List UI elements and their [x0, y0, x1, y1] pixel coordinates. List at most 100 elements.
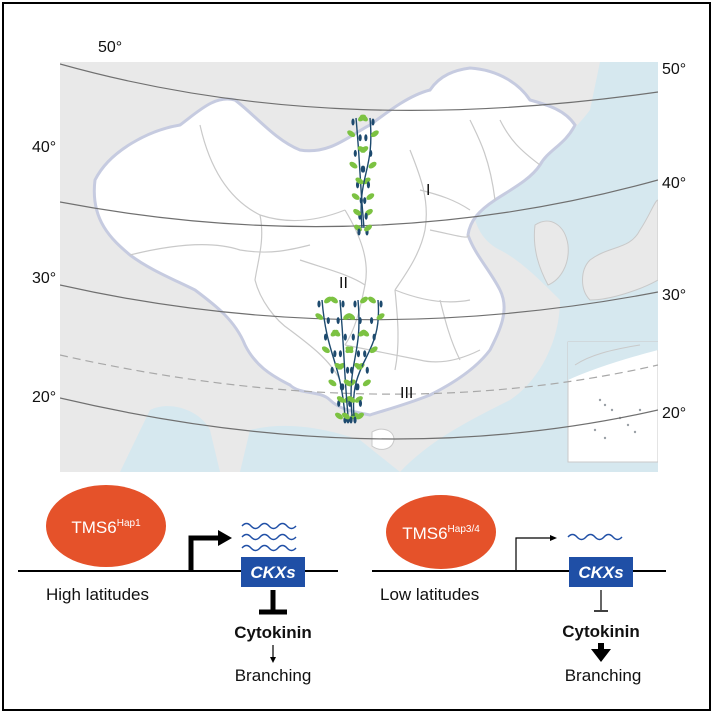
plant-pod [379, 300, 383, 308]
plant-pod [341, 383, 345, 391]
left-protein-label: TMS6Hap1 [71, 518, 141, 537]
plant-leaf [347, 130, 356, 138]
left-weak-arrowhead [270, 657, 276, 663]
inset-sea [568, 342, 658, 380]
plant-pod [363, 197, 367, 205]
lat-label-left-20: 20° [32, 389, 56, 406]
right-gene-box [569, 557, 633, 587]
plant-pod [345, 366, 350, 374]
lat-label-right-30: 30° [662, 287, 686, 304]
plant-pod [356, 383, 360, 391]
transcript-wave [241, 544, 297, 552]
plant-pod [338, 350, 343, 358]
right-outcome-label: Branching [565, 666, 642, 685]
plant-leaf [343, 379, 352, 387]
left-outcome-label: Branching [235, 666, 312, 685]
plant-leaf [361, 329, 370, 337]
sea-northeast [620, 62, 658, 140]
plant-leaf [376, 313, 385, 320]
plant-pod [326, 317, 330, 325]
right-strong-arrowhead [591, 649, 611, 662]
right-transcript-waves [567, 533, 623, 541]
transcript-wave [241, 522, 297, 530]
plant-pod [364, 212, 368, 220]
plant-pod [353, 416, 357, 424]
plant-north-icon [347, 114, 379, 236]
plant-leaf [335, 412, 343, 420]
left-panel: TMS6Hap1 CKXs High latitudes Cytokinin B… [18, 485, 338, 685]
plant-pod [351, 333, 355, 341]
plant-pod [336, 317, 340, 325]
plant-pod [358, 399, 363, 407]
plant-leaf [370, 130, 379, 138]
plant-leaf [351, 193, 360, 200]
plant-pod [361, 165, 366, 173]
transcript-wave [567, 533, 623, 541]
left-promoter-arrowhead [218, 530, 232, 546]
lat-label-left-30: 30° [32, 270, 56, 287]
china-land [92, 66, 577, 417]
plant-stem [360, 117, 372, 229]
right-latitude-label: Low latitudes [380, 585, 479, 604]
latitude-50 [60, 63, 658, 111]
region-label-ii: II [339, 275, 348, 292]
left-promoter-arrow [188, 535, 222, 571]
left-hormone-label: Cytokinin [234, 623, 311, 642]
left-transcript-waves [241, 522, 297, 552]
plant-leaf [336, 396, 345, 403]
lat-label-left-50: 50° [98, 39, 122, 56]
plant-leaf [360, 296, 368, 304]
plant-pod [341, 300, 345, 308]
plant-pod [364, 134, 368, 142]
latitude-lines [60, 63, 658, 440]
plant-pod [369, 149, 373, 157]
japan-land [582, 199, 658, 301]
lat-label-right-40: 40° [662, 175, 686, 192]
plant-leaf [349, 161, 358, 169]
plant-leaf [368, 161, 377, 169]
plant-leaf [334, 362, 343, 370]
plant-leaf [347, 396, 356, 403]
latitude-20 [60, 397, 658, 440]
plant-pod [349, 366, 354, 374]
region-label-iii: III [400, 385, 413, 402]
plant-leaf [315, 313, 324, 320]
plant-leaf [342, 412, 350, 420]
latitude-40 [60, 179, 658, 228]
tropic-line [60, 354, 658, 395]
lat-label-right-20: 20° [662, 405, 686, 422]
plant-leaf [354, 362, 363, 370]
plant-leaf [324, 296, 332, 304]
plant-leaf [368, 296, 376, 304]
plant-pod [323, 333, 328, 341]
plant-pod [371, 118, 375, 126]
transcript-wave [241, 533, 297, 541]
plant-leaf [321, 346, 330, 354]
plant-pod [337, 399, 341, 407]
plant-leaf [357, 146, 366, 153]
plant-stem [339, 299, 349, 417]
plant-leaf [360, 114, 368, 122]
plant-pod [366, 181, 371, 189]
plant-south-icon [315, 296, 385, 424]
plant-pod [330, 366, 334, 374]
plant-pod [353, 149, 357, 157]
lat-label-right-50: 50° [662, 61, 686, 78]
plant-leaf [353, 208, 362, 216]
plant-leaf [347, 313, 356, 320]
plant-leaf [332, 329, 341, 337]
plant-pod [365, 366, 369, 374]
plant-leaf [356, 412, 364, 420]
right-panel: TMS6Hap3/4 CKXs Low latitudes Cytokinin … [372, 495, 666, 685]
plant-leaf [328, 379, 337, 387]
province-borders [129, 119, 541, 381]
left-gene-box [241, 557, 305, 587]
plant-pod [351, 118, 355, 126]
plant-pod [356, 350, 361, 358]
plant-leaf [362, 379, 371, 387]
right-promoter-arrow [515, 537, 552, 571]
plant-leaf [355, 177, 364, 185]
